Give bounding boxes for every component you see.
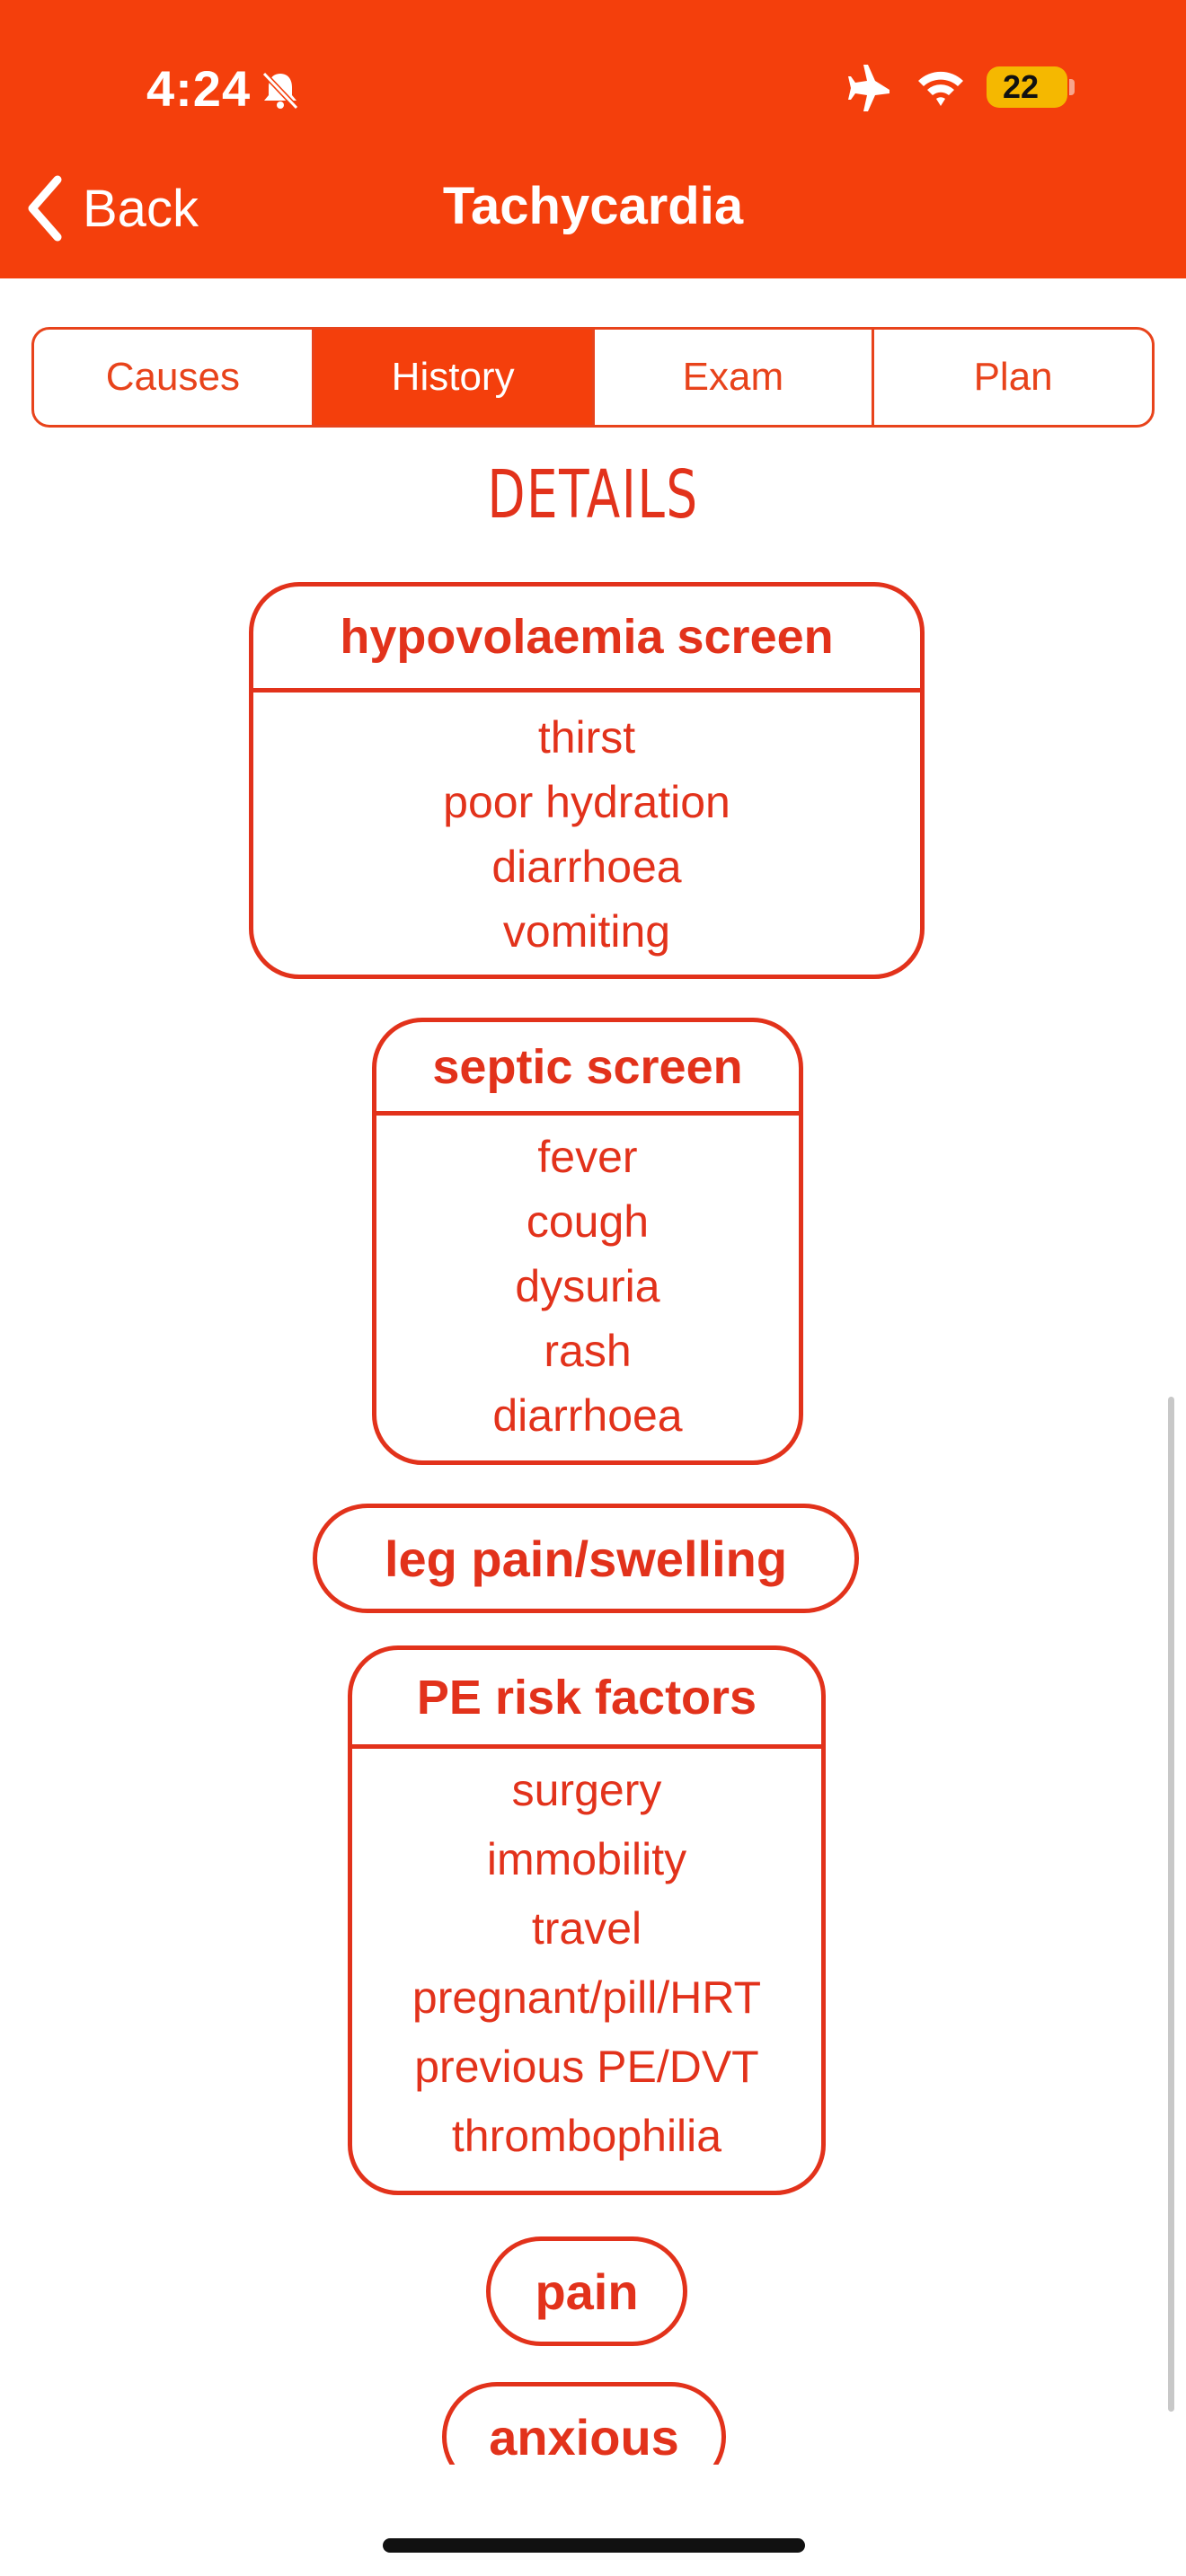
tab-plan[interactable]: Plan bbox=[973, 355, 1053, 399]
home-indicator[interactable] bbox=[383, 2538, 805, 2553]
tab-exam[interactable]: Exam bbox=[595, 330, 875, 425]
card-title: PE risk factors bbox=[352, 1650, 821, 1749]
anxious-pill[interactable]: anxious bbox=[442, 2382, 726, 2465]
scrollbar[interactable] bbox=[1168, 1397, 1174, 2412]
battery-icon: 22 bbox=[987, 66, 1067, 108]
list-item: poor hydration bbox=[443, 777, 730, 827]
hypovolaemia-card[interactable]: hypovolaemia screen thirst poor hydratio… bbox=[249, 582, 925, 979]
list-item: travel bbox=[531, 1903, 642, 1954]
back-button[interactable]: Back bbox=[25, 171, 232, 246]
card-title: septic screen bbox=[376, 1022, 799, 1116]
septic-screen-card[interactable]: septic screen fever cough dysuria rash d… bbox=[372, 1018, 803, 1465]
bell-slash-icon bbox=[261, 71, 299, 110]
list-item: thirst bbox=[537, 712, 636, 763]
list-item: cough bbox=[526, 1196, 650, 1247]
back-label: Back bbox=[83, 179, 199, 238]
section-heading: DETAILS bbox=[487, 456, 699, 534]
chevron-left-icon bbox=[28, 175, 62, 242]
page-title: Tachycardia bbox=[442, 177, 744, 235]
list-item: dysuria bbox=[515, 1261, 660, 1311]
list-item: rash bbox=[544, 1326, 632, 1376]
tab-history[interactable]: History bbox=[314, 330, 595, 425]
tab-causes[interactable]: Causes bbox=[34, 330, 314, 425]
anxious-pill-clip: anxious bbox=[431, 2378, 737, 2465]
list-item: previous PE/DVT bbox=[414, 2042, 759, 2092]
list-item: immobility bbox=[486, 1834, 687, 1884]
list-item: vomiting bbox=[502, 906, 671, 957]
wifi-icon bbox=[918, 71, 963, 106]
list-item: pregnant/pill/HRT bbox=[412, 1972, 762, 2023]
list-item: surgery bbox=[511, 1765, 662, 1815]
list-item: thrombophilia bbox=[451, 2111, 722, 2161]
pe-risk-factors-card[interactable]: PE risk factors surgery immobility trave… bbox=[348, 1645, 826, 2195]
list-item: fever bbox=[537, 1132, 638, 1182]
card-title: hypovolaemia screen bbox=[253, 587, 920, 693]
battery-level: 22 bbox=[1002, 68, 1040, 105]
airplane-icon bbox=[848, 65, 890, 111]
battery-cap bbox=[1069, 79, 1075, 95]
status-time: 4:24 bbox=[146, 60, 252, 117]
leg-pain-pill[interactable]: leg pain/swelling bbox=[313, 1504, 859, 1613]
list-item: diarrhoea bbox=[491, 842, 682, 892]
pain-pill[interactable]: pain bbox=[486, 2236, 687, 2346]
header: 4:24 22 Back Tachycardia bbox=[0, 0, 1186, 278]
list-item: diarrhoea bbox=[492, 1390, 683, 1441]
segmented-control: Causes History Exam Plan bbox=[31, 327, 1155, 428]
